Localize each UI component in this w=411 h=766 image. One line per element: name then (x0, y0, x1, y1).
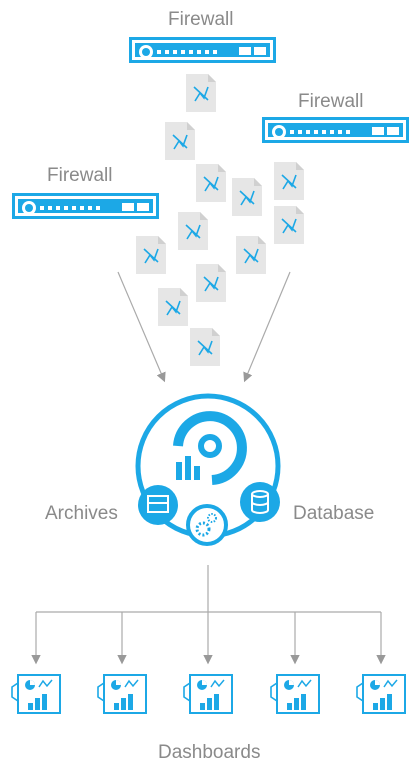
log-file-icon (196, 164, 226, 202)
dashboard-icon (182, 673, 234, 717)
dashboards-label: Dashboards (158, 742, 261, 763)
log-file-icon (236, 236, 266, 274)
dashboard-icon (10, 673, 62, 717)
log-file-icon (178, 212, 208, 250)
log-file-icon (196, 264, 226, 302)
firewall-top-label: Firewall (168, 9, 234, 30)
log-file-icon (274, 162, 304, 200)
log-file-icon (136, 236, 166, 274)
archives-label: Archives (45, 503, 118, 524)
dashboard-icon (355, 673, 407, 717)
log-file-icon (232, 178, 262, 216)
log-file-icon (158, 288, 188, 326)
firewall-left-label: Firewall (47, 165, 113, 186)
firewall-icon (135, 43, 270, 59)
firewall-right (262, 117, 409, 143)
arrow-left-to-hub (117, 271, 166, 383)
log-file-icon (190, 328, 220, 366)
dashboard-icon (96, 673, 148, 717)
arrow-right-to-hub (243, 271, 291, 383)
dashboard-icon (269, 673, 321, 717)
database-label: Database (293, 503, 375, 524)
log-file-icon (274, 206, 304, 244)
firewall-right-label: Firewall (298, 91, 364, 112)
firewall-left (12, 193, 159, 219)
firewall-top (129, 37, 276, 63)
firewall-icon (18, 199, 153, 215)
log-file-icon (165, 122, 195, 160)
firewall-icon (268, 123, 403, 139)
log-file-icon (186, 74, 216, 112)
